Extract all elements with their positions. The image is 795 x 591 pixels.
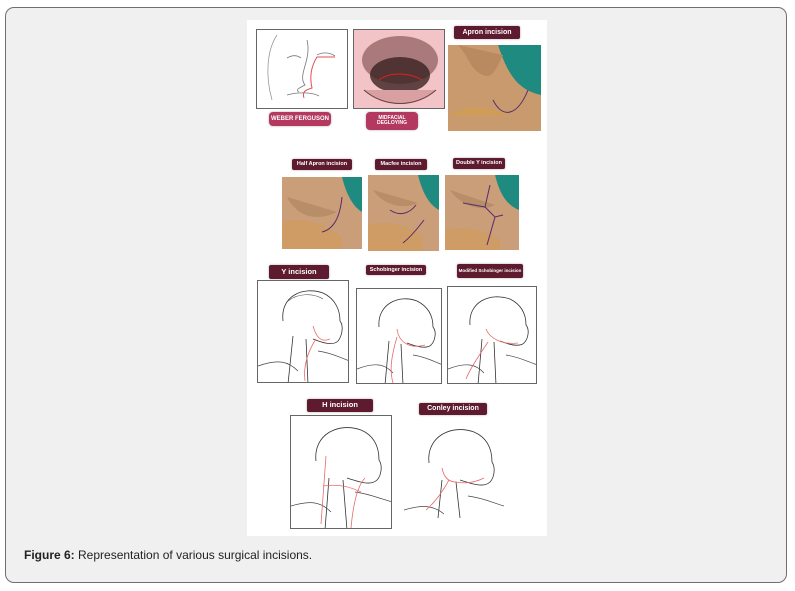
apron-incision-photo — [448, 45, 541, 131]
caption-text: Representation of various surgical incis… — [74, 548, 313, 562]
conley-incision-drawing — [404, 418, 504, 528]
label-modified-schobinger-incision: Modified Schobinger incision — [457, 264, 523, 278]
weber-ferguson-drawing — [256, 29, 348, 109]
figure-image: WEBER FERGUSON MIDFACIAL DEGLOYING Apron… — [247, 20, 547, 536]
h-incision-drawing — [290, 415, 392, 529]
label-double-y-incision: Double Y incision — [453, 158, 505, 169]
midfacial-degloving-drawing — [353, 29, 445, 109]
label-conley-incision: Conley incision — [419, 403, 487, 415]
double-y-incision-photo — [445, 175, 519, 250]
label-schobinger-incision: Schobinger incision — [366, 265, 426, 275]
modified-schobinger-incision-drawing — [447, 286, 537, 384]
label-y-incision: Y incision — [269, 265, 329, 279]
half-apron-incision-photo — [282, 177, 362, 249]
schobinger-incision-drawing — [356, 288, 442, 384]
figure-caption: Figure 6: Representation of various surg… — [24, 548, 312, 562]
label-apron-incision: Apron incision — [454, 26, 520, 39]
label-midfacial-degloving: MIDFACIAL DEGLOYING — [366, 112, 418, 130]
caption-label: Figure 6: — [24, 548, 75, 562]
label-half-apron-incision: Half Apron incision — [292, 159, 352, 170]
label-macfee-incision: Macfee incision — [375, 159, 427, 170]
label-h-incision: H incision — [307, 399, 373, 412]
label-weber-ferguson: WEBER FERGUSON — [269, 112, 331, 126]
y-incision-drawing — [257, 280, 349, 383]
macfee-incision-photo — [368, 175, 439, 251]
